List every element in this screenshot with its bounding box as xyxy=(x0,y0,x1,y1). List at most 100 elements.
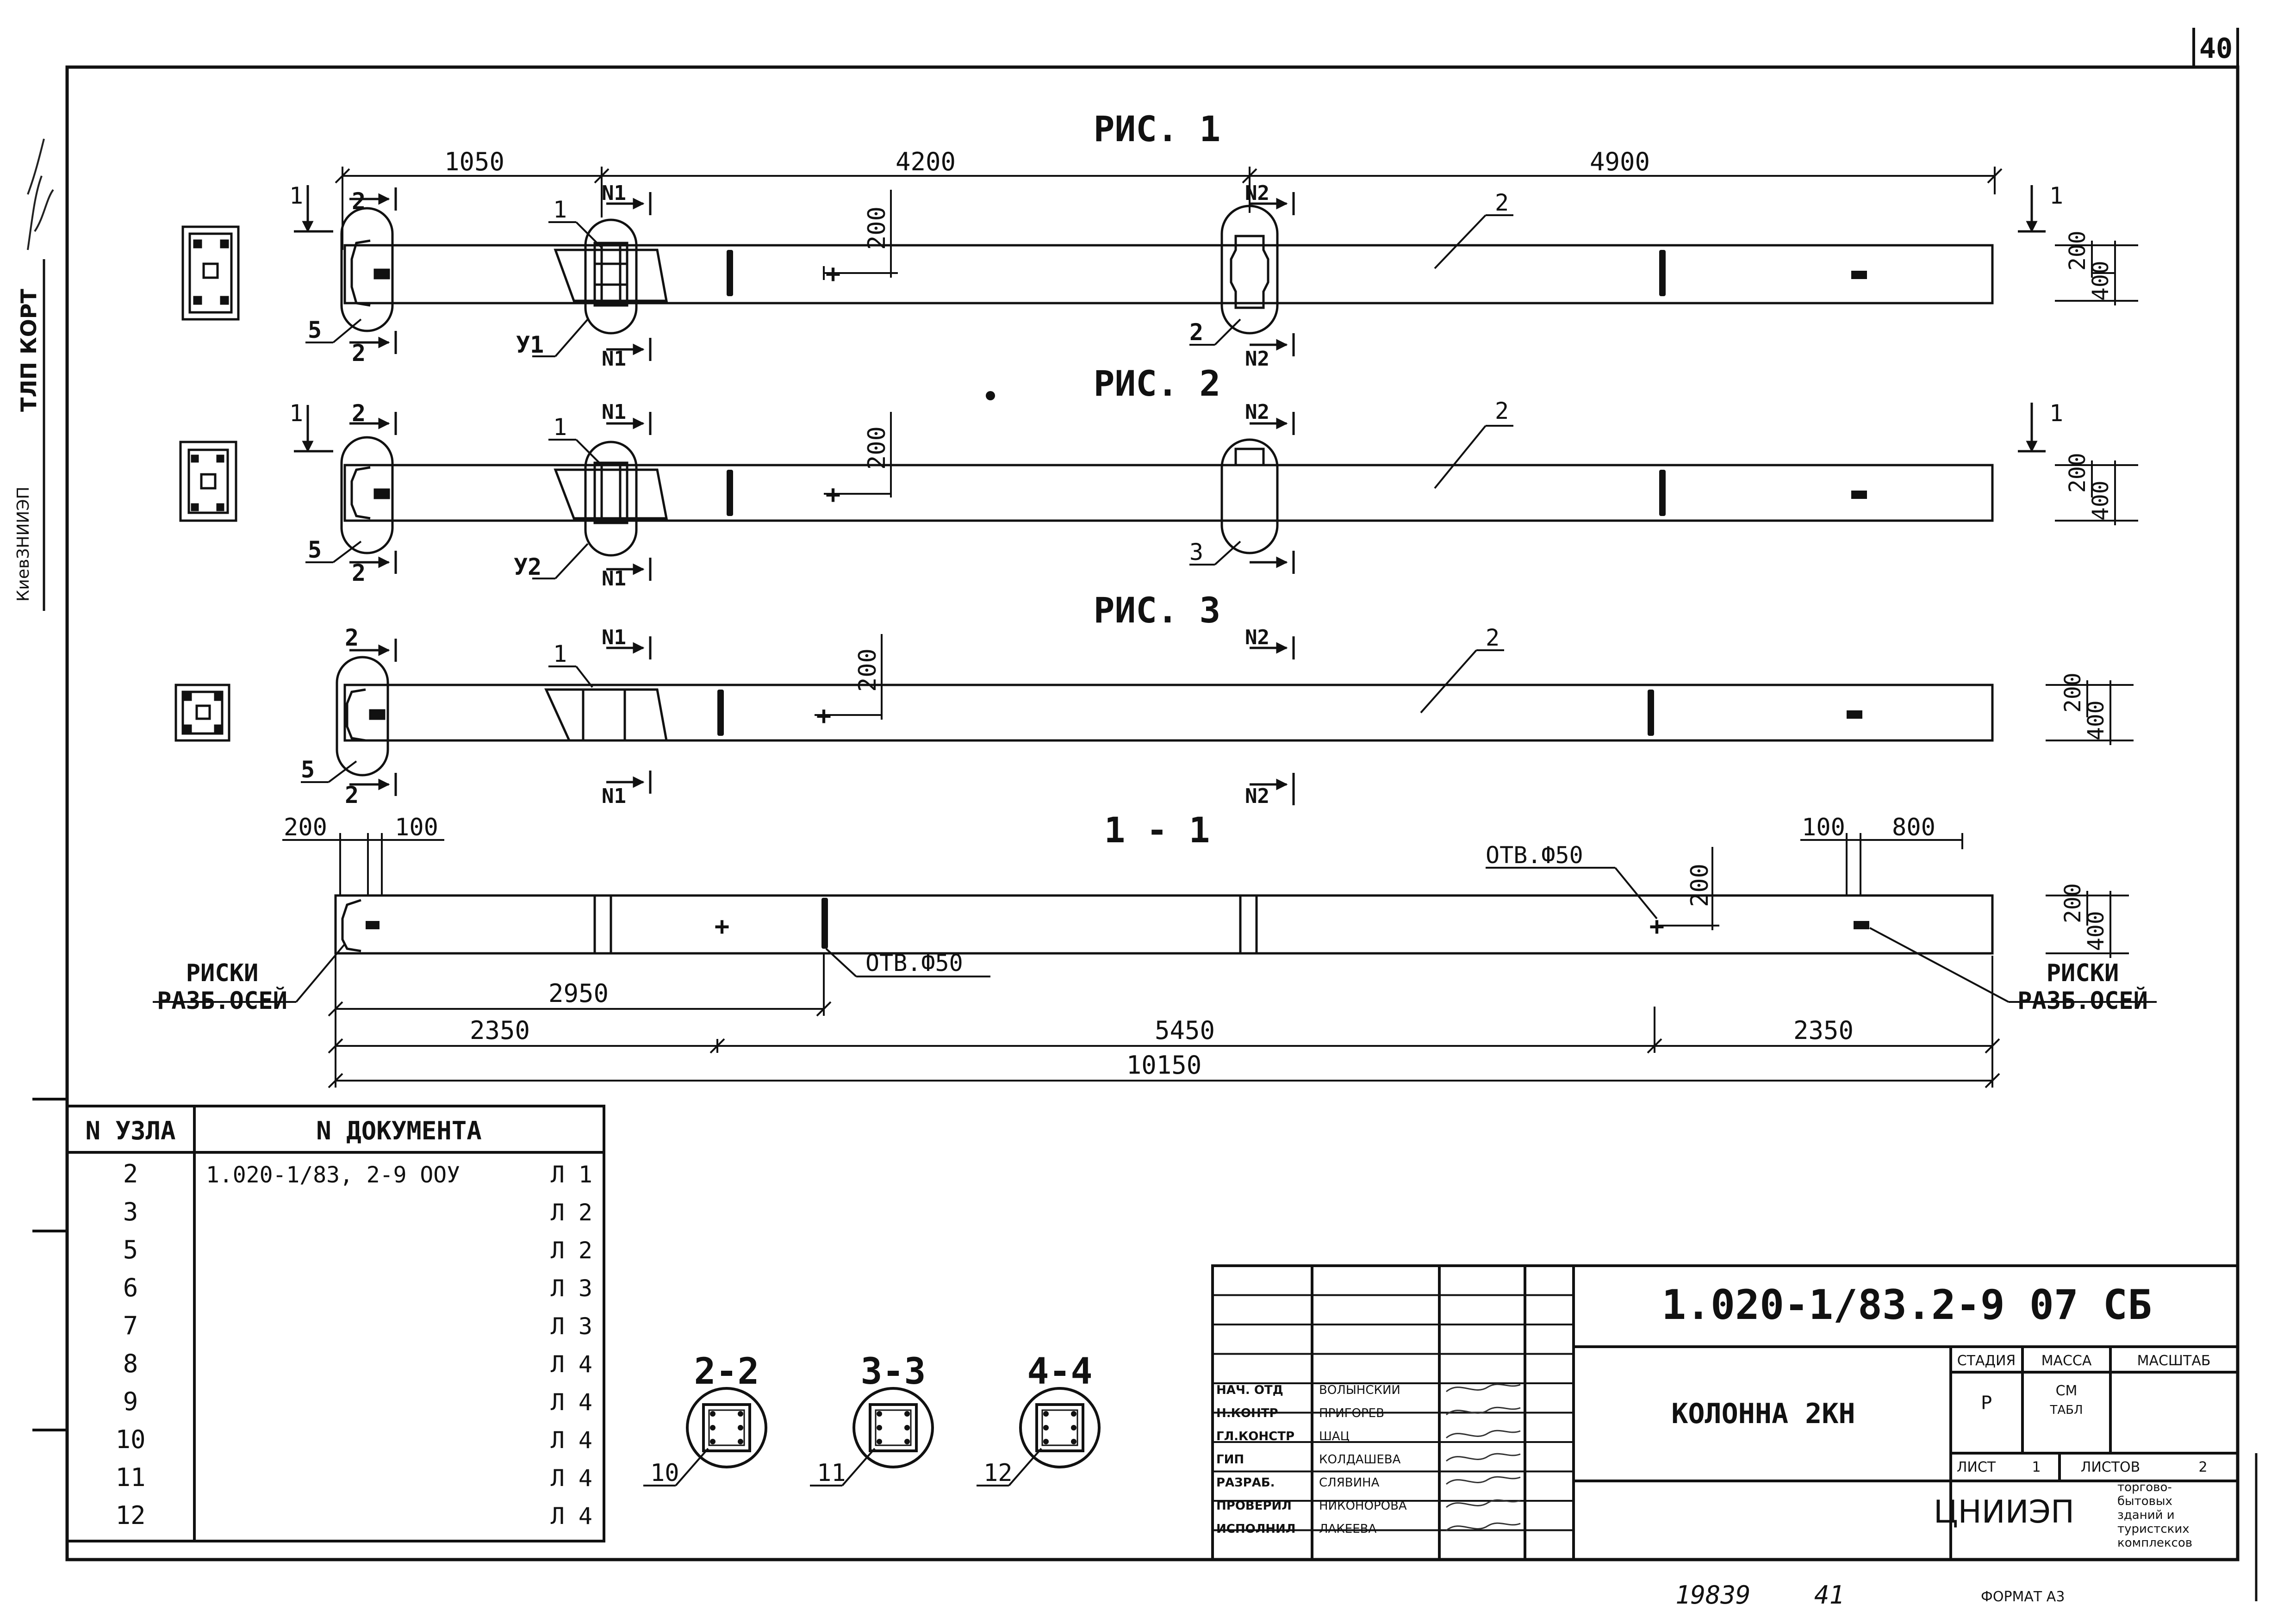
svg-text:N1: N1 xyxy=(602,400,626,424)
node-table-sheet: Л 3 xyxy=(551,1275,592,1302)
stage-value: Р xyxy=(1981,1393,1992,1414)
svg-text:2: 2 xyxy=(352,188,366,215)
org-description-line: зданий и xyxy=(2117,1508,2175,1522)
signature-name: ЛАКЕЕВА xyxy=(1319,1522,1376,1536)
svg-text:5: 5 xyxy=(308,317,322,343)
section-title: 1 - 1 xyxy=(1104,809,1210,851)
svg-text:РИСКИ: РИСКИ xyxy=(186,959,259,987)
svg-text:400: 400 xyxy=(2083,700,2109,740)
node-table-header-node: N УЗЛА xyxy=(85,1116,175,1145)
svg-text:+: + xyxy=(826,259,841,288)
cross-section-title: 3-3 xyxy=(861,1351,926,1393)
cross-section: 2-2 10 xyxy=(643,1351,767,1487)
fig1-end-view xyxy=(181,225,240,321)
section-1-1: 1 - 1 + + 200 200 xyxy=(153,809,2157,1088)
signature-name: ШАЦ xyxy=(1319,1430,1350,1443)
org-description-line: туристских xyxy=(2117,1522,2190,1536)
signature-name: СЛЯВИНА xyxy=(1319,1476,1380,1490)
svg-text:РАЗБ.ОСЕЙ: РАЗБ.ОСЕЙ xyxy=(157,987,287,1015)
node-table-node: 6 xyxy=(123,1273,138,1302)
svg-text:2950: 2950 xyxy=(548,979,609,1008)
svg-text:N1: N1 xyxy=(602,347,626,371)
svg-text:N2: N2 xyxy=(1245,347,1269,371)
doc-code: 1.020-1/83.2-9 07 СБ xyxy=(1661,1281,2152,1329)
node-table-sheet: Л 4 xyxy=(551,1427,592,1454)
svg-text:10150: 10150 xyxy=(1126,1051,1202,1080)
svg-text:+: + xyxy=(816,701,832,730)
hole-label-bottom: ОТВ.Ф50 xyxy=(865,950,963,976)
signature-scribble xyxy=(1446,1383,1521,1393)
cross-section-title: 4-4 xyxy=(1027,1351,1093,1393)
cross-section: 3-3 11 xyxy=(810,1351,934,1487)
title-block-grid xyxy=(1213,1294,1574,1531)
sheets-label: ЛИСТОВ xyxy=(2081,1459,2140,1475)
org-description-line: бытовых xyxy=(2117,1494,2172,1508)
signature-role: НАЧ. ОТД xyxy=(1216,1383,1283,1397)
figure-3-title: РИС. 3 xyxy=(1094,590,1221,631)
svg-text:200: 200 xyxy=(854,648,882,692)
cross-section-square xyxy=(1035,1403,1084,1452)
cross-section-square xyxy=(702,1403,751,1452)
svg-text:2350: 2350 xyxy=(470,1016,530,1045)
svg-text:400: 400 xyxy=(2088,261,2114,301)
svg-text:У1: У1 xyxy=(516,331,544,358)
svg-text:N2: N2 xyxy=(1245,626,1269,649)
svg-text:200: 200 xyxy=(284,814,327,841)
svg-text:1: 1 xyxy=(553,414,567,441)
signature-role: РАЗРАБ. xyxy=(1216,1476,1275,1490)
cross-section-callout: 11 xyxy=(817,1459,846,1487)
svg-text:100: 100 xyxy=(395,814,438,841)
signature-role: ИСПОЛНИЛ xyxy=(1216,1522,1295,1536)
svg-text:5: 5 xyxy=(301,756,315,783)
svg-text:2: 2 xyxy=(345,782,359,808)
svg-text:800: 800 xyxy=(1892,814,1935,841)
mass-value-2: ТАБЛ xyxy=(2049,1403,2083,1417)
signature-name: КОЛДАШЕВА xyxy=(1319,1453,1401,1467)
cross-section-square xyxy=(869,1403,918,1452)
org-description-line: торгово- xyxy=(2117,1480,2172,1494)
node-table-sheet: Л 2 xyxy=(551,1237,592,1264)
fig1-section-1-left: 1 xyxy=(289,182,303,209)
signature-role: Н.КОНТР xyxy=(1216,1406,1278,1420)
item-name: КОЛОННА 2КН xyxy=(1671,1398,1855,1430)
cross-section-callout: 10 xyxy=(650,1459,679,1487)
svg-text:2350: 2350 xyxy=(1793,1016,1854,1045)
scale-header: МАСШТАБ xyxy=(2137,1353,2211,1369)
fig1-dim-200-vert: 200 xyxy=(863,206,891,250)
side-stamp: КиевЗНИИЭП ТЛП КОРТ xyxy=(14,138,54,611)
node-table-node: 2 xyxy=(123,1159,138,1188)
format-label: ФОРМАТ А3 xyxy=(1981,1589,2065,1605)
node-table-node: 5 xyxy=(123,1235,138,1264)
svg-text:2: 2 xyxy=(352,340,366,367)
svg-text:N1: N1 xyxy=(602,567,626,591)
signature-scribble xyxy=(1446,1522,1521,1531)
svg-text:1: 1 xyxy=(2049,400,2063,427)
cross-section-title: 2-2 xyxy=(694,1351,759,1393)
hole-label-top: ОТВ.Ф50 xyxy=(1486,842,1583,869)
node-table-sheet: Л 4 xyxy=(551,1503,592,1530)
figure-1: РИС. 1 1050 4200 4900 xyxy=(181,108,2138,371)
sheet-label: ЛИСТ xyxy=(1957,1459,1996,1475)
node-table-node: 9 xyxy=(123,1387,138,1416)
page-frame xyxy=(65,28,2240,1561)
node-table-sheet: Л 2 xyxy=(551,1199,592,1226)
sheet-value: 1 xyxy=(2032,1459,2041,1475)
svg-text:200: 200 xyxy=(2060,672,2086,713)
org-description-line: комплексов xyxy=(2117,1536,2192,1550)
cross-section-circle xyxy=(852,1387,934,1468)
stage-header: СТАДИЯ xyxy=(1957,1353,2016,1369)
svg-text:2: 2 xyxy=(1495,398,1509,424)
svg-text:200: 200 xyxy=(2065,230,2091,271)
node-table-sheet: Л 3 xyxy=(551,1313,592,1340)
figure-1-title: РИС. 1 xyxy=(1094,108,1221,149)
svg-text:2: 2 xyxy=(345,624,359,651)
svg-text:N1: N1 xyxy=(602,784,626,808)
svg-text:2: 2 xyxy=(1495,189,1509,216)
signature-name: НИКОНОРОВА xyxy=(1319,1499,1407,1513)
figure-3: РИС. 3 + 200 xyxy=(174,590,2134,808)
node-table-node: 11 xyxy=(115,1463,145,1492)
